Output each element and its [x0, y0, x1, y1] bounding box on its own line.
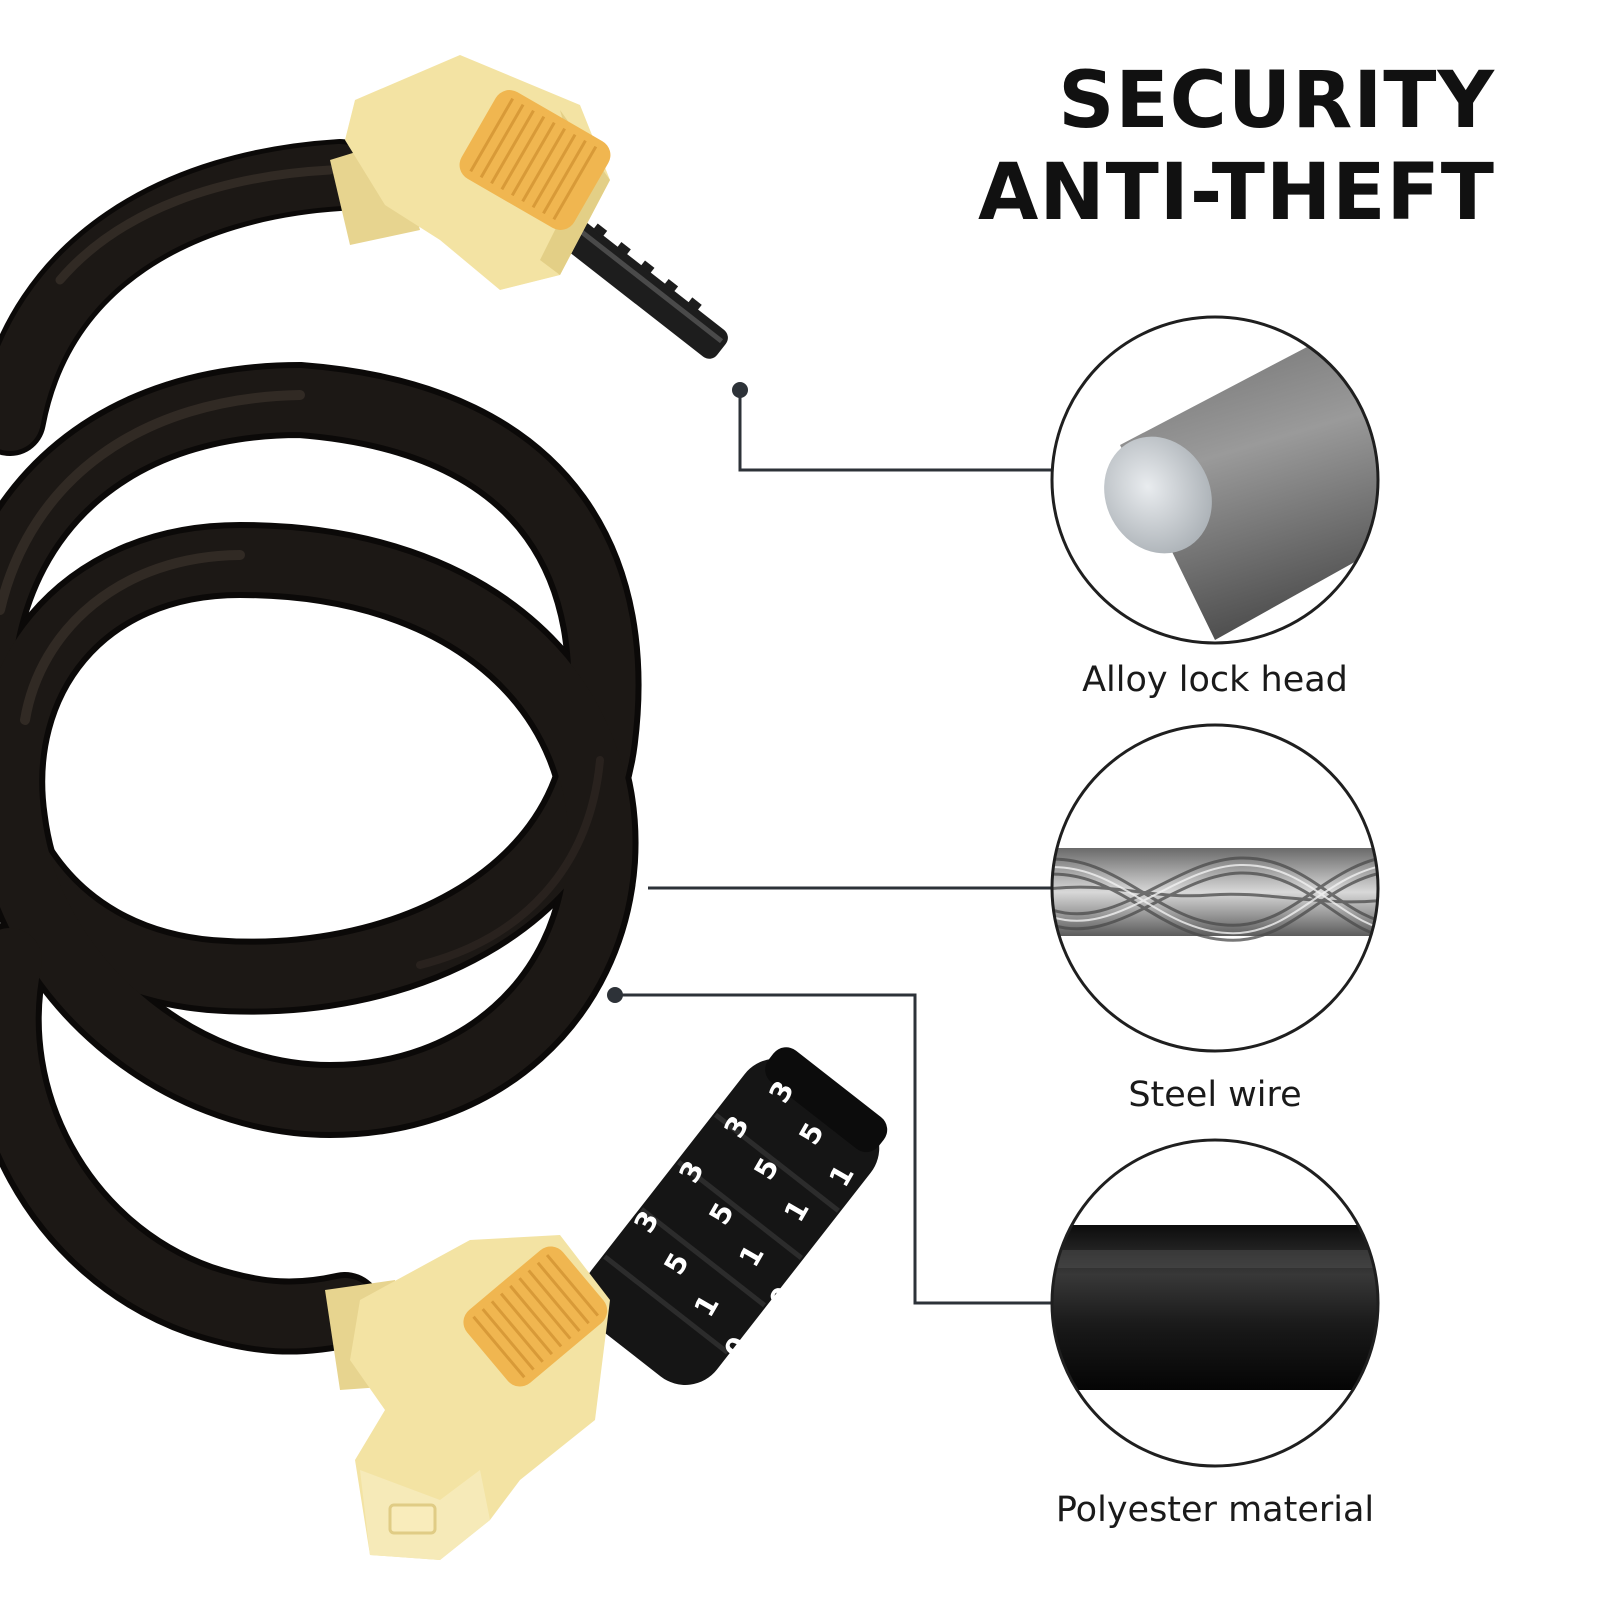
- callout-line-alloy: [738, 390, 1052, 472]
- dial-digit: 0: [807, 1236, 845, 1269]
- feature-label-polyester: Polyester material: [1055, 1490, 1375, 1530]
- feature-label-steel: Steel wire: [1128, 1075, 1302, 1115]
- headline-line-2: ANTI-THEFT: [977, 148, 1495, 238]
- headline: SECURITY ANTI-THEFT: [978, 55, 1495, 239]
- steel-wire-icon: [1050, 723, 1380, 1053]
- callout-dot-alloy: [732, 382, 748, 398]
- lock-head-top: [330, 55, 728, 359]
- alloy-rod-icon: [1050, 315, 1380, 645]
- dial-digit: 0: [852, 1201, 890, 1234]
- callout-line-polyester: [615, 993, 1052, 1305]
- cable-coil: [0, 139, 642, 1355]
- headline-line-1: SECURITY: [1058, 56, 1495, 146]
- feature-label-alloy: Alloy lock head: [1082, 660, 1348, 700]
- callout-lines: [615, 390, 1052, 1305]
- polyester-cable-icon: [1050, 1138, 1380, 1468]
- callout-dot-polyester: [607, 987, 623, 1003]
